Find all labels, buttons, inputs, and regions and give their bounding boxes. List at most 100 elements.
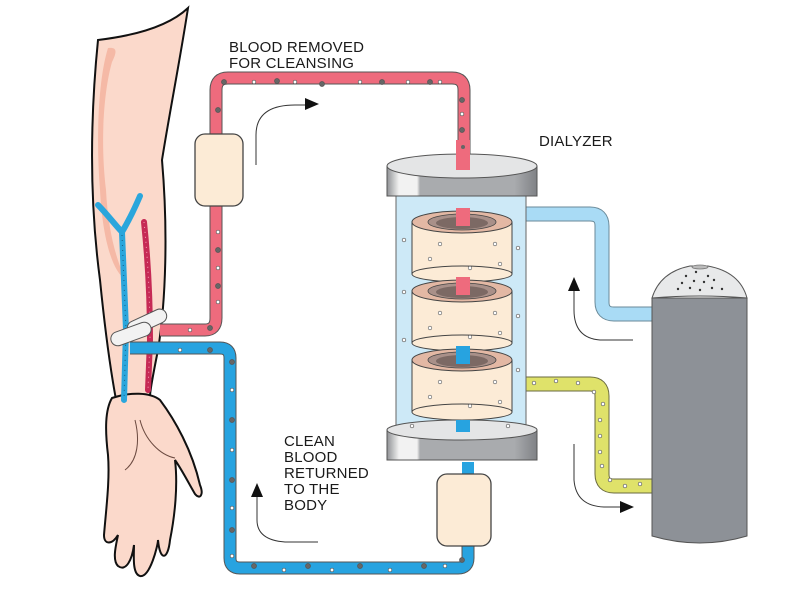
dialysate-out-tube [525,377,655,493]
arterial-line [160,71,471,337]
bubble [461,145,465,149]
bubble [229,417,235,423]
bubble [459,111,465,117]
flow-arrow-dialysate-in [573,290,633,341]
vent-hole [698,288,702,292]
dialysate-in-line [525,206,655,322]
bubble [387,567,393,573]
flow-arrow-returned [256,497,318,543]
bubble [207,325,213,331]
bubble [215,247,221,253]
forearm-shadow [98,47,126,280]
tape [110,321,152,347]
bubble [357,79,363,85]
bubble [305,563,311,569]
bubble [553,378,559,384]
arterial-drip-chamber [194,133,244,207]
bubble [251,79,257,85]
arm [91,5,203,577]
bubble [274,78,280,84]
bubble [637,481,643,487]
bubble [607,477,613,483]
dialysate-in-tube [525,207,655,321]
bubble [229,447,235,453]
bubble [437,310,443,316]
bubble [597,449,603,455]
dialysate-bubbles-housing [401,237,521,429]
bubble [497,399,503,405]
dialysate-bubbles [531,378,643,489]
bubble [401,237,407,243]
bubble [467,403,473,409]
bubble [427,325,433,331]
label-dialyzer: DIALYZER [539,133,613,150]
bubble [492,310,498,316]
arrowhead-icon [620,501,634,513]
bubble [597,417,603,423]
bubble [622,483,628,489]
bubble [329,567,335,573]
bubble [177,347,183,353]
flow-arrow-dialysate-out [573,444,620,508]
palm-crease [124,419,138,471]
arrowhead-icon [568,277,580,291]
bubble [251,563,257,569]
venous-outlet [456,420,470,432]
bubble [442,563,448,569]
bubble [597,433,603,439]
bubble [357,563,363,569]
venous-line [130,341,475,575]
arterial-inlet [456,140,470,170]
bubble [427,79,433,85]
bubble [229,359,235,365]
bubble [427,256,433,262]
vent-hole [702,280,706,284]
bubble [229,387,235,393]
bubble [421,563,427,569]
bubble [600,401,606,407]
bubble [531,380,537,386]
machine-vent [691,264,709,270]
bubble [492,379,498,385]
hand [102,392,203,577]
vein [95,193,143,403]
vent-hole [710,286,714,290]
bubble [467,334,473,340]
bubble [497,330,503,336]
bubble [437,379,443,385]
bubble [575,380,581,386]
venous-bubbles [177,347,465,573]
bubble [215,283,221,289]
vent-hole [706,274,710,278]
dialysis-machine [651,264,748,544]
bubble [187,327,193,333]
blood-channel [456,277,470,295]
bubble [215,265,221,271]
vent-hole [684,274,688,278]
bubble [292,79,298,85]
bubble [229,505,235,511]
filter-stages [411,208,513,421]
bubble [492,241,498,247]
vent-hole [692,279,696,283]
bubble [215,299,221,305]
arterial-tube-fill [160,72,470,336]
bubble [515,367,521,373]
dialyzer [386,140,538,461]
bubble [379,79,385,85]
bubble [459,127,465,133]
bubble [427,394,433,400]
bubble [497,261,503,267]
arrowhead-icon [251,483,263,497]
bubble [215,107,221,113]
palm-crease [139,419,176,459]
bubble [401,337,407,343]
bubble [319,81,325,87]
bubble [215,229,221,235]
blood-channel [456,208,470,226]
vent-hole [676,287,680,291]
bubble [221,79,227,85]
label-clean-blood-returned: CLEAN BLOOD RETURNED TO THE BODY [284,433,369,514]
bubble [229,553,235,559]
